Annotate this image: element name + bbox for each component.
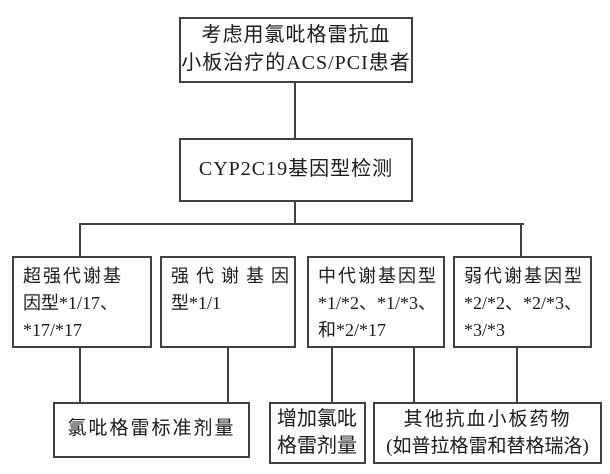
connector-title-to-test (294, 83, 296, 138)
node-patient-population: 考虑用氯吡格雷抗血 小板治疗的ACS/PCI患者 (179, 17, 413, 83)
ultra-line-1: 超强代谢基 (23, 266, 123, 286)
connector-extensive-to-standard (227, 348, 229, 402)
poor-line-1: 弱代谢基因型 (464, 266, 584, 286)
connector-test-to-branch (294, 202, 296, 225)
node-poor-metabolizer: 弱代谢基因型 *2/*2、*2/*3、 *3/*3 (453, 256, 592, 348)
connector-poor-to-alternative (516, 348, 518, 402)
node-extensive-metabolizer: 强代谢基因 型*1/1 (160, 256, 296, 348)
connector-intermediate-to-alternative (413, 348, 415, 402)
intermediate-line-2: *1/*2、*1/*3、 (318, 293, 437, 313)
node-standard-dose: 氯吡格雷标准剂量 (53, 402, 250, 458)
connector-drop-ultra (79, 223, 81, 256)
connector-branch-horizontal (79, 223, 524, 225)
patient-line-2: 小板治疗的ACS/PCI患者 (181, 52, 411, 74)
increase-dose-line-1: 增加氯吡 (277, 408, 357, 430)
poor-line-2: *2/*2、*2/*3、 (464, 293, 583, 313)
standard-dose-label: 氯吡格雷标准剂量 (67, 418, 236, 439)
ultra-line-3: *17/*17 (23, 320, 83, 340)
alternative-drugs-line-1: 其他抗血小板药物 (403, 409, 572, 430)
ultra-line-2: 因型*1/17、 (23, 293, 119, 313)
connector-drop-poor (520, 223, 522, 256)
alternative-drugs-line-2: (如普拉格雷和替格瑞洛) (386, 436, 589, 457)
connector-ultra-to-standard (79, 348, 81, 402)
extensive-line-2: 型*1/1 (171, 293, 222, 313)
intermediate-line-3: 和*2/*17 (318, 320, 387, 340)
increase-dose-line-2: 格雷剂量 (277, 435, 357, 457)
node-intermediate-metabolizer: 中代谢基因型 *1/*2、*1/*3、 和*2/*17 (307, 256, 445, 348)
patient-line-1: 考虑用氯吡格雷抗血 (201, 24, 391, 46)
poor-line-3: *3/*3 (464, 320, 506, 340)
node-alternative-drugs: 其他抗血小板药物 (如普拉格雷和替格瑞洛) (373, 402, 602, 464)
node-increase-dose: 增加氯吡 格雷剂量 (269, 402, 366, 464)
extensive-line-1: 强代谢基因 (171, 266, 296, 286)
intermediate-line-1: 中代谢基因型 (318, 266, 438, 286)
connector-intermediate-to-increase (331, 348, 333, 402)
genotype-test-label: CYP2C19基因型检测 (198, 158, 394, 180)
node-ultra-metabolizer: 超强代谢基 因型*1/17、 *17/*17 (12, 256, 152, 348)
node-genotype-test: CYP2C19基因型检测 (179, 138, 413, 202)
